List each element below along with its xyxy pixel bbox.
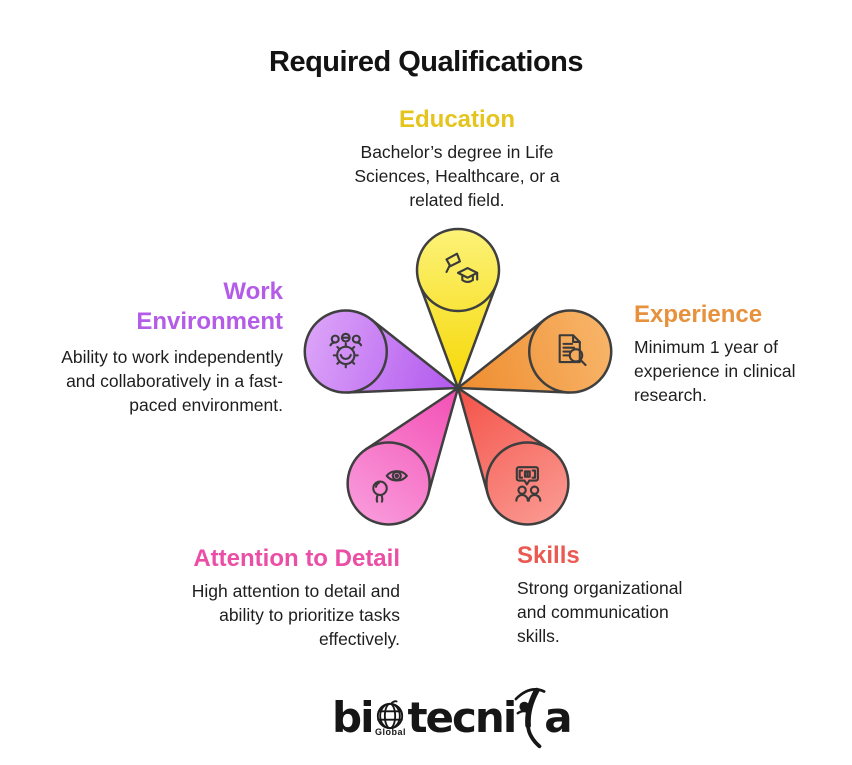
petal-experience (456, 309, 613, 394)
petal-circle-work_environment (303, 309, 389, 394)
page-title: Required Qualifications (269, 46, 584, 78)
biotecnika-logo: bi Global tecni (332, 682, 573, 749)
skills-heading: Skills (517, 542, 580, 569)
petal-circle-attention_to_detail (346, 441, 431, 526)
petal-skills (456, 386, 570, 526)
petal-education (415, 227, 501, 390)
education-heading: Education (398, 106, 515, 133)
attention-to-detail-heading: Attention to Detail (193, 545, 400, 572)
petal-circle-education (415, 227, 501, 313)
logo-text-a: a (544, 693, 572, 742)
logo-global-label: Global (374, 727, 406, 737)
section-attention-to-detail: Attention to Detail High attention to de… (100, 545, 400, 651)
experience-heading: Experience (634, 301, 763, 328)
petal-work_environment (303, 309, 460, 394)
person-figure-k-icon (513, 682, 547, 752)
logo-text-bi: bi (332, 693, 374, 742)
globe-icon: Global (375, 700, 405, 737)
petal-attention_to_detail (346, 386, 460, 526)
logo-text-tecni: tecni (407, 693, 517, 742)
